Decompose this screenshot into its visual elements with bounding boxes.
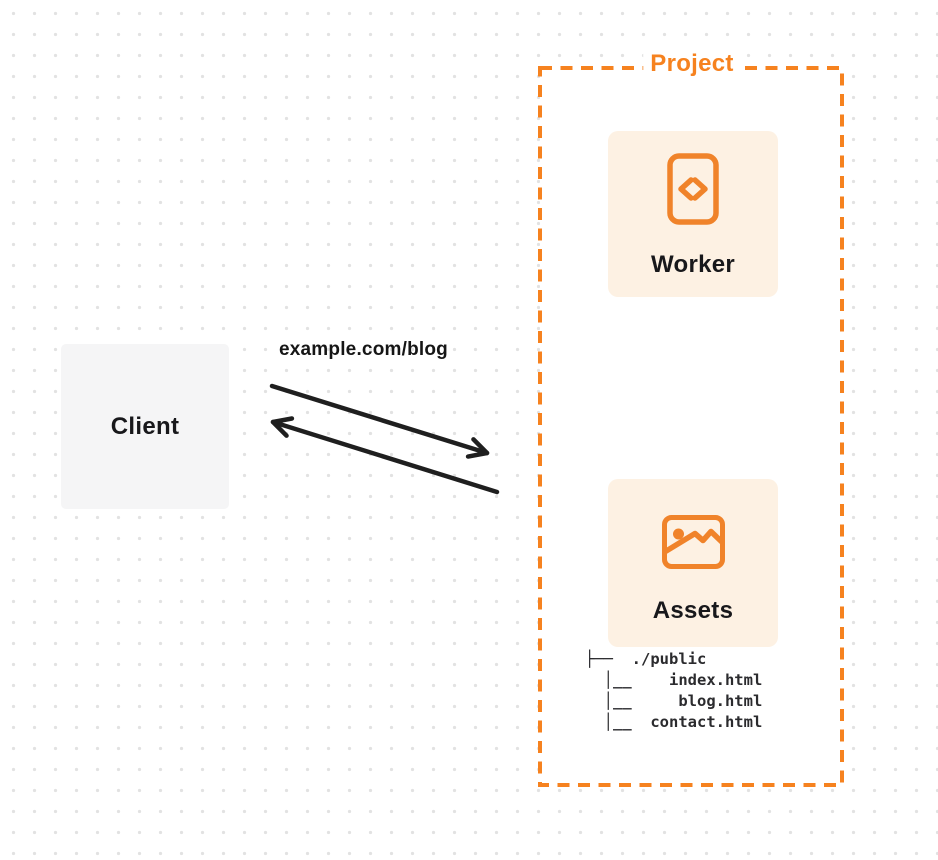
image-icon bbox=[661, 515, 725, 569]
assets-card: Assets bbox=[608, 479, 778, 647]
assets-label: Assets bbox=[652, 597, 734, 624]
file-tree-line-blog: │__ blog.html bbox=[585, 692, 763, 710]
file-tree-line-public: ├── ./public bbox=[585, 650, 707, 668]
client-label: Client bbox=[110, 412, 180, 440]
client-box: Client bbox=[61, 344, 229, 509]
file-tree-line-index: │__ index.html bbox=[585, 671, 763, 689]
project-label: Project bbox=[643, 50, 741, 78]
worker-label: Worker bbox=[650, 251, 736, 278]
project-box: Project Worker Assets ├── ./public │__ i… bbox=[538, 50, 846, 788]
request-url-label: example.com/blog bbox=[279, 339, 448, 360]
request-arrow bbox=[269, 383, 490, 459]
response-arrow bbox=[270, 416, 500, 495]
file-tree-line-contact: │__ contact.html bbox=[585, 713, 763, 731]
worker-card: Worker bbox=[608, 131, 778, 297]
file-tree: ├── ./public │__ index.html │__ blog.htm… bbox=[585, 649, 762, 733]
code-file-icon bbox=[667, 153, 719, 225]
